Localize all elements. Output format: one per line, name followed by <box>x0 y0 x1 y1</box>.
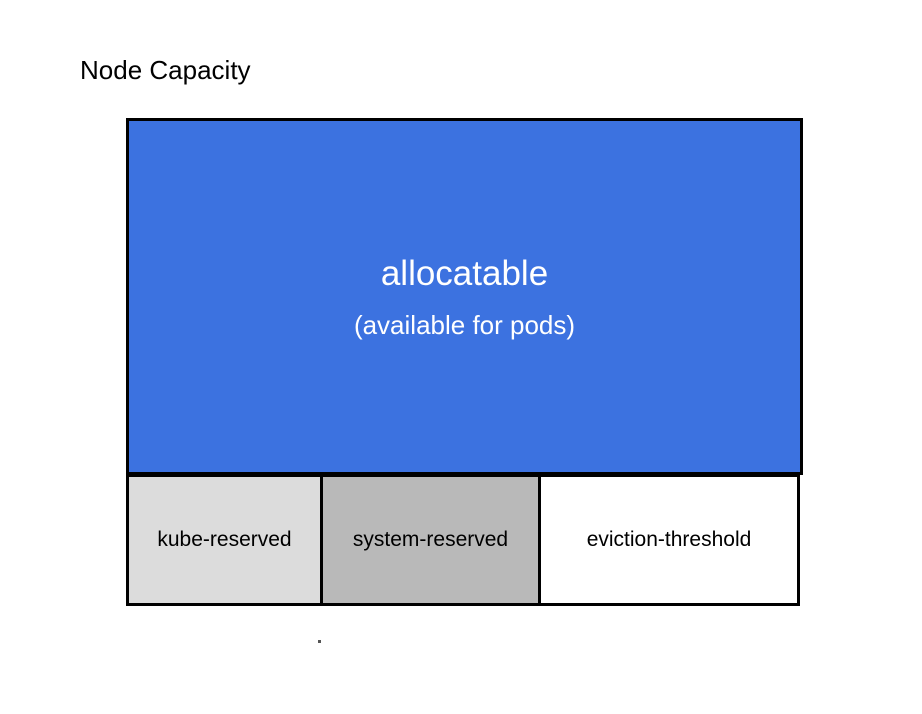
page-title: Node Capacity <box>80 55 251 85</box>
kube-reserved-cell: kube-reserved <box>126 474 323 606</box>
allocatable-region: allocatable (available for pods) <box>126 118 803 475</box>
stray-dot-artifact <box>318 640 321 643</box>
system-reserved-cell: system-reserved <box>320 474 541 606</box>
node-capacity-box: allocatable (available for pods) kube-re… <box>126 118 803 606</box>
allocatable-label: allocatable <box>380 253 549 293</box>
reserved-row: kube-reserved system-reserved eviction-t… <box>126 474 803 606</box>
allocatable-sublabel: (available for pods) <box>353 309 576 340</box>
eviction-threshold-cell: eviction-threshold <box>538 474 800 606</box>
